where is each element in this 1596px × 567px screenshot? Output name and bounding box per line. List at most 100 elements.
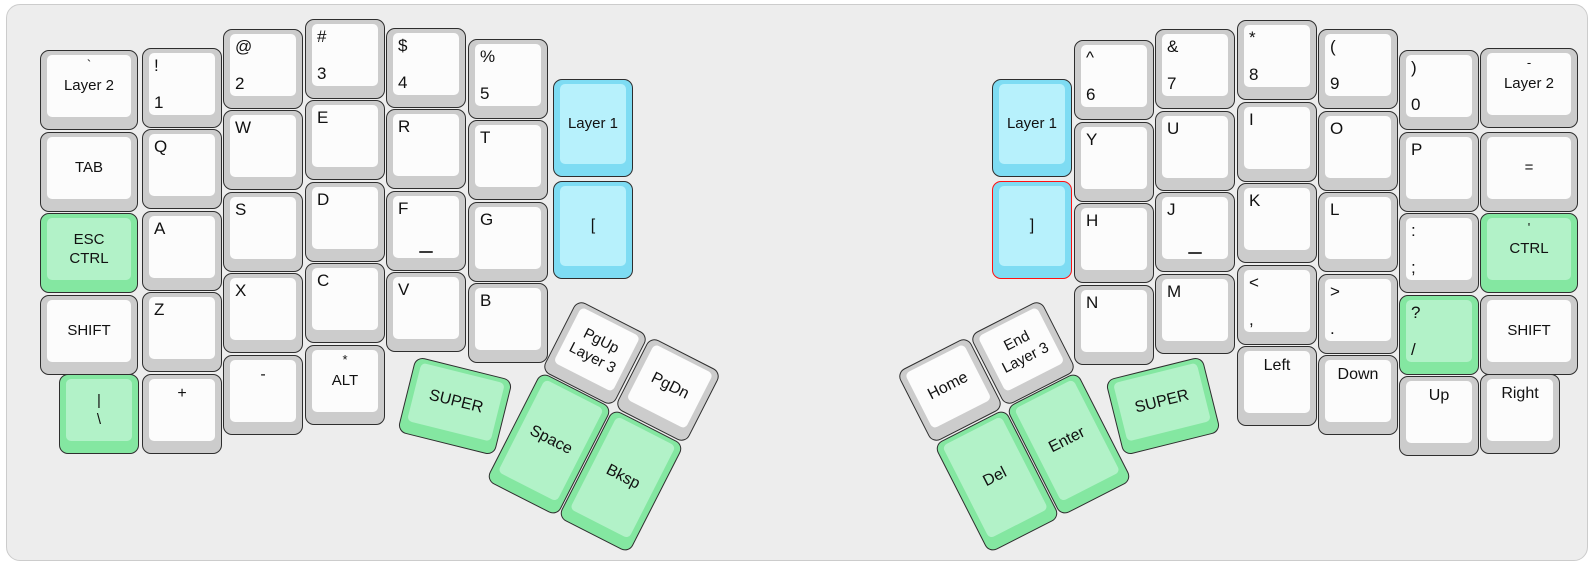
key-num5[interactable]: %5 — [468, 39, 548, 119]
key-legend: SHIFT — [1507, 322, 1551, 340]
key-comma[interactable]: <, — [1237, 265, 1317, 345]
keycap-surface — [475, 44, 541, 106]
key-dash-layer2[interactable]: -Layer 2 — [1480, 48, 1578, 128]
key-equals[interactable]: = — [1480, 132, 1578, 212]
key-right-bracket[interactable]: ] — [992, 181, 1072, 279]
key-tab[interactable]: TAB — [40, 132, 138, 212]
key-left-bracket[interactable]: [ — [553, 181, 633, 279]
key-b[interactable]: B — [468, 283, 548, 363]
key-up-arrow[interactable]: Up — [1399, 376, 1479, 456]
keycap-surface — [1162, 197, 1228, 259]
key-minus-left[interactable]: - — [223, 355, 303, 435]
key-down-arrow[interactable]: Down — [1318, 355, 1398, 435]
key-c[interactable]: C — [305, 263, 385, 343]
keycap-surface — [560, 84, 626, 164]
key-num6[interactable]: ^6 — [1074, 40, 1154, 120]
key-num0[interactable]: )0 — [1399, 50, 1479, 130]
key-semicolon[interactable]: :; — [1399, 213, 1479, 293]
key-legend: D — [317, 190, 330, 209]
key-w[interactable]: W — [223, 110, 303, 190]
key-v[interactable]: V — [386, 272, 466, 352]
key-left-arrow[interactable]: Left — [1237, 346, 1317, 426]
key-super-left[interactable]: SUPER — [397, 356, 513, 456]
key-u[interactable]: U — [1155, 111, 1235, 191]
keycap-surface — [1487, 218, 1571, 280]
key-num3[interactable]: #3 — [305, 19, 385, 99]
keycap-surface — [149, 297, 215, 359]
key-plus[interactable]: + — [142, 374, 222, 454]
homing-bar — [419, 250, 433, 253]
key-d[interactable]: D — [305, 182, 385, 262]
key-r[interactable]: R — [386, 109, 466, 189]
keycap-surface — [1081, 45, 1147, 107]
key-s[interactable]: S — [223, 192, 303, 272]
key-num1[interactable]: !1 — [142, 48, 222, 128]
key-quote-ctrl[interactable]: 'CTRL — [1480, 213, 1578, 293]
key-legend: SUPER — [427, 386, 485, 417]
key-star-alt[interactable]: *ALT — [305, 345, 385, 425]
key-l[interactable]: L — [1318, 192, 1398, 272]
key-num9[interactable]: (9 — [1318, 29, 1398, 109]
key-shift-right[interactable]: SHIFT — [1480, 295, 1578, 375]
key-right-arrow[interactable]: Right — [1480, 374, 1560, 454]
key-x[interactable]: X — [223, 273, 303, 353]
key-pipe-backslash[interactable]: | \ — [59, 374, 139, 454]
keycap-surface — [475, 207, 541, 269]
keycap-surface — [1244, 188, 1310, 250]
key-num7[interactable]: &7 — [1155, 29, 1235, 109]
key-n[interactable]: N — [1074, 285, 1154, 365]
key-legend: R — [398, 117, 411, 136]
key-legend: Z — [154, 300, 165, 319]
keycap-surface — [149, 379, 215, 441]
key-p[interactable]: P — [1399, 132, 1479, 212]
key-legend: ALT — [331, 372, 359, 390]
key-shift-left[interactable]: SHIFT — [40, 295, 138, 375]
key-legend: Layer 1 — [567, 115, 619, 133]
key-j[interactable]: J — [1155, 192, 1235, 272]
key-f[interactable]: F — [386, 191, 466, 271]
homing-bar — [1188, 251, 1202, 254]
key-o[interactable]: O — [1318, 111, 1398, 191]
key-layer1-left[interactable]: Layer 1 — [553, 79, 633, 177]
keycap-surface — [230, 360, 296, 422]
keycap-surface — [1487, 53, 1571, 115]
keycap-surface — [1406, 137, 1472, 199]
key-num2[interactable]: @2 — [223, 29, 303, 109]
key-legend: I — [1249, 110, 1254, 129]
key-legend: = — [1524, 159, 1534, 177]
key-legend: 0 — [1411, 95, 1421, 114]
keycap-surface — [475, 125, 541, 187]
keycap-surface — [393, 277, 459, 339]
key-grave-layer2[interactable]: `Layer 2 — [40, 50, 138, 130]
keycap-surface — [393, 114, 459, 176]
key-legend: - — [1526, 55, 1532, 70]
key-esc-ctrl[interactable]: ESC CTRL — [40, 213, 138, 293]
keycap-surface — [312, 350, 378, 412]
key-h[interactable]: H — [1074, 203, 1154, 283]
keycap-surface — [999, 186, 1065, 266]
key-g[interactable]: G — [468, 202, 548, 282]
key-period[interactable]: >. — [1318, 274, 1398, 354]
key-num8[interactable]: *8 — [1237, 20, 1317, 100]
key-k[interactable]: K — [1237, 183, 1317, 263]
key-num4[interactable]: $4 — [386, 28, 466, 108]
key-super-right[interactable]: SUPER — [1105, 356, 1221, 456]
key-t[interactable]: T — [468, 120, 548, 200]
key-q[interactable]: Q — [142, 129, 222, 209]
key-a[interactable]: A — [142, 211, 222, 291]
key-m[interactable]: M — [1155, 274, 1235, 354]
keycap-surface — [230, 197, 296, 259]
keycap-surface — [47, 300, 131, 362]
key-legend: # — [317, 27, 327, 46]
key-legend: ] — [1029, 216, 1035, 234]
key-y[interactable]: Y — [1074, 122, 1154, 202]
keycap-surface — [999, 84, 1065, 164]
key-e[interactable]: E — [305, 100, 385, 180]
key-z[interactable]: Z — [142, 292, 222, 372]
key-legend: ' — [1527, 220, 1531, 235]
key-question-slash[interactable]: ?/ — [1399, 295, 1479, 375]
key-legend: H — [1086, 211, 1099, 230]
key-layer1-right[interactable]: Layer 1 — [992, 79, 1072, 177]
key-i[interactable]: I — [1237, 102, 1317, 182]
